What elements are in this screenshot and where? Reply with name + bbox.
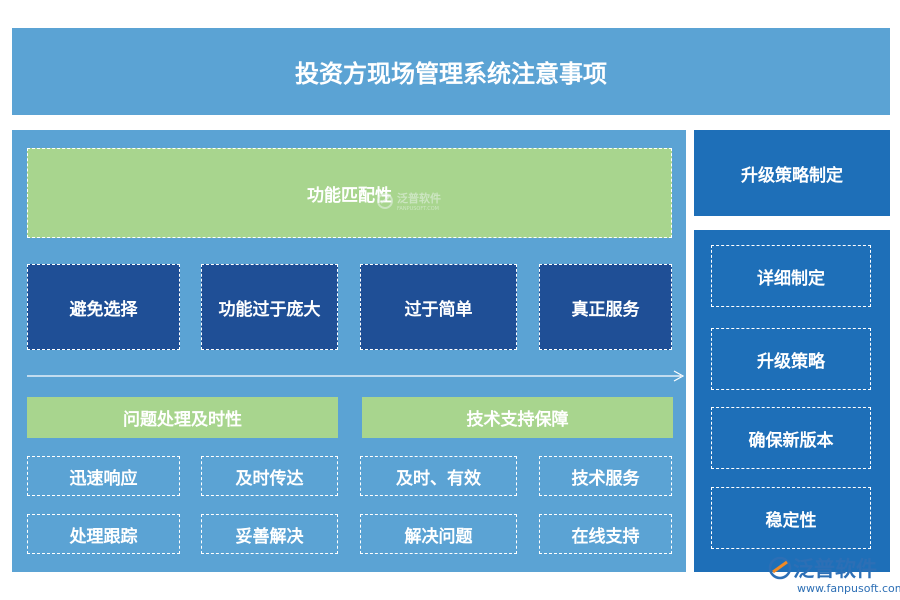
- issue-item-tracking: 处理跟踪: [27, 514, 180, 554]
- brand-name: 泛普软件: [793, 557, 877, 581]
- side-item-detailed: 详细制定: [711, 245, 871, 307]
- tech-support-label: 技术支持保障: [362, 397, 673, 438]
- support-item-timely-effective: 及时、有效: [360, 456, 517, 496]
- side-item-new-version: 确保新版本: [711, 407, 871, 469]
- feature-box-real-service: 真正服务: [539, 264, 672, 350]
- issue-item-proper-resolution: 妥善解决: [201, 514, 338, 554]
- function-match-header: 功能匹配性: [27, 148, 672, 238]
- flow-arrow: [27, 370, 685, 382]
- issue-item-quick-response: 迅速响应: [27, 456, 180, 496]
- fanpu-logo-icon: [377, 193, 393, 209]
- center-watermark: 泛普软件 FANPUSOFT.COM: [376, 190, 441, 212]
- fanpu-logo-icon: [768, 556, 792, 580]
- page-title: 投资方现场管理系统注意事项: [12, 28, 890, 115]
- feature-box-avoid: 避免选择: [27, 264, 180, 350]
- support-item-online-support: 在线支持: [539, 514, 672, 554]
- brand-watermark: 泛普软件 www.fanpusoft.com: [767, 553, 900, 597]
- issue-item-timely-relay: 及时传达: [201, 456, 338, 496]
- side-panel: [694, 230, 890, 572]
- center-watermark-sub: FANPUSOFT.COM: [397, 206, 439, 212]
- upgrade-strategy-header: 升级策略制定: [694, 130, 890, 216]
- brand-url: www.fanpusoft.com: [797, 582, 900, 595]
- side-item-stability: 稳定性: [711, 487, 871, 549]
- center-watermark-text: 泛普软件: [397, 192, 441, 205]
- feature-box-too-simple: 过于简单: [360, 264, 517, 350]
- side-item-upgrade-strategy: 升级策略: [711, 328, 871, 390]
- feature-box-too-large: 功能过于庞大: [201, 264, 338, 350]
- support-item-solve-problems: 解决问题: [360, 514, 517, 554]
- support-item-tech-service: 技术服务: [539, 456, 672, 496]
- issue-handling-label: 问题处理及时性: [27, 397, 338, 438]
